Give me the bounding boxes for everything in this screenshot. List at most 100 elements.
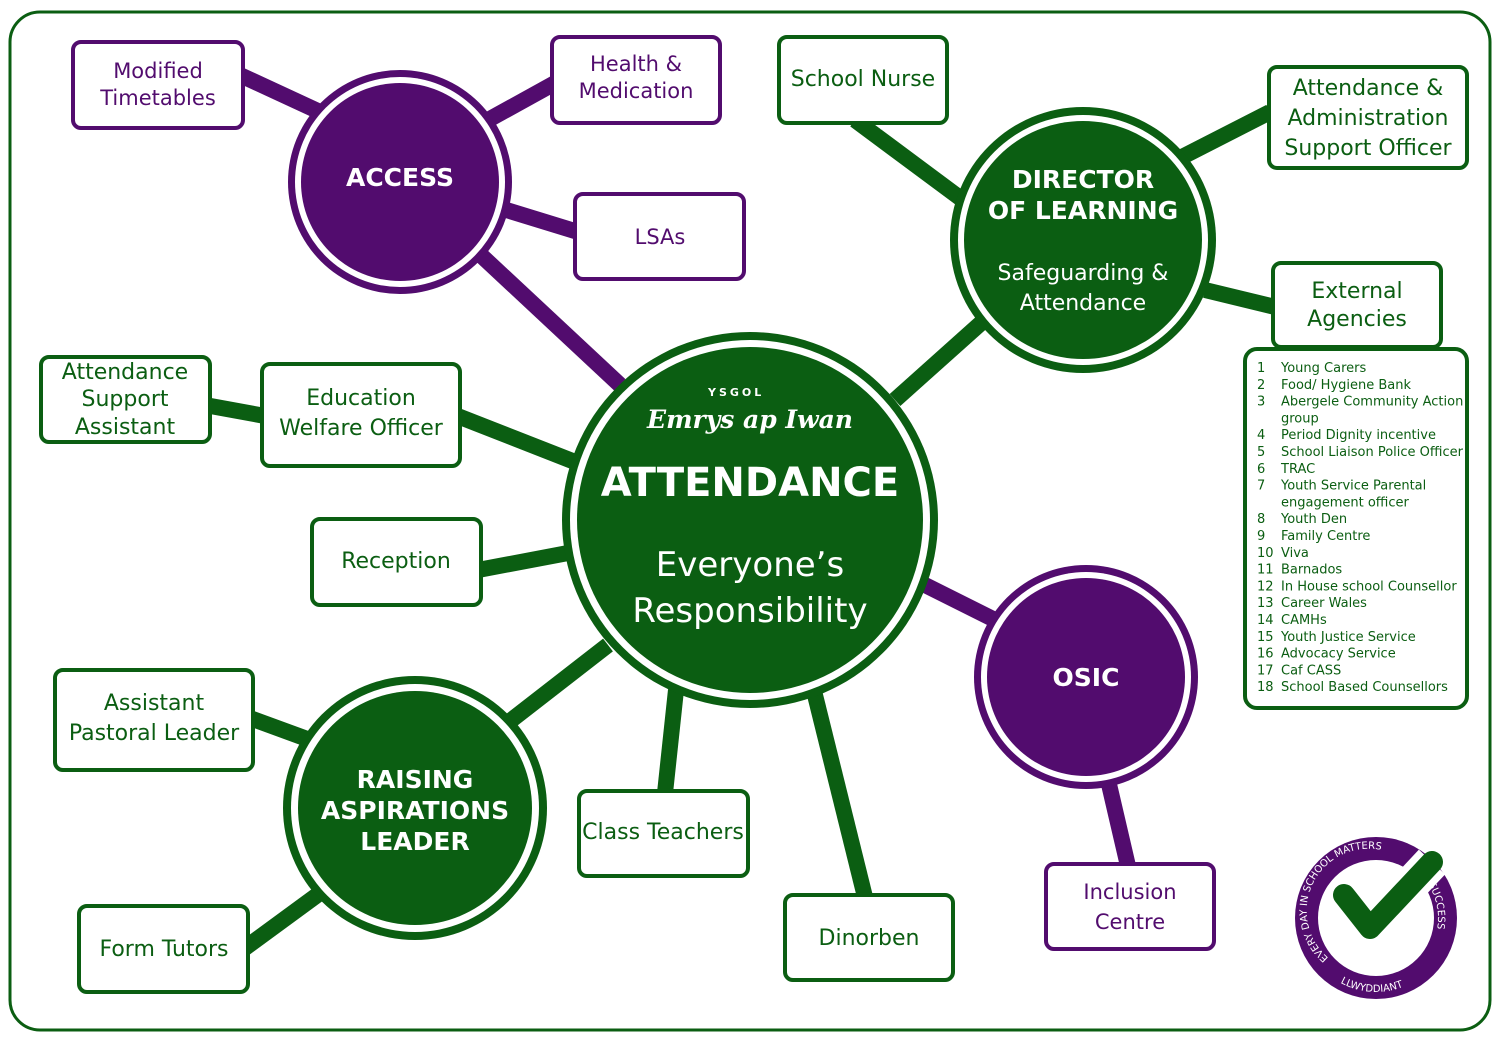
node-label: External <box>1311 279 1402 304</box>
node-label: Modified <box>113 59 203 83</box>
agency-name: group <box>1281 411 1319 426</box>
node-dinorben: Dinorben <box>783 893 955 982</box>
node-label: School Nurse <box>791 67 935 92</box>
node-external-agencies: External Agencies <box>1271 261 1443 349</box>
agency-item: 12 In House school Counsellor <box>1257 579 1457 594</box>
hub-access-label: ACCESS <box>346 163 454 192</box>
agency-number: 16 <box>1257 647 1274 662</box>
checkmark-icon <box>1333 851 1443 939</box>
node-label: Pastoral Leader <box>69 721 240 746</box>
hub-director-line1: DIRECTOR <box>1012 165 1154 194</box>
agency-item: 13 Career Wales <box>1257 596 1367 611</box>
node-label: Assistant <box>75 415 176 440</box>
agency-number: 1 <box>1257 361 1265 376</box>
agency-name: Youth Service Parental <box>1280 479 1426 494</box>
hub-director-sub2: Attendance <box>1020 291 1146 316</box>
node-attendance-support-assistant: Attendance Support Assistant <box>39 355 212 444</box>
agency-item: 5 School Liaison Police Officer <box>1257 445 1464 460</box>
agency-item: 11 Barnados <box>1257 563 1342 578</box>
node-attendance-admin-officer: Attendance & Administration Support Offi… <box>1267 65 1469 170</box>
center-subtitle-2: Responsibility <box>632 591 867 631</box>
node-class-teachers: Class Teachers <box>577 789 750 878</box>
node-label: Welfare Officer <box>279 416 444 441</box>
node-reception: Reception <box>310 517 483 607</box>
agency-number: 10 <box>1257 546 1274 561</box>
node-label: Inclusion <box>1083 880 1176 904</box>
node-label: Health & <box>590 52 682 76</box>
node-label: Attendance & <box>1293 76 1444 101</box>
node-label: LSAs <box>635 225 686 249</box>
agency-number: 8 <box>1257 512 1265 527</box>
agency-name: CAMHs <box>1281 613 1327 628</box>
agency-name: Family Centre <box>1281 529 1370 544</box>
hub-director-line2: OF LEARNING <box>988 196 1178 225</box>
node-label: Support Officer <box>1284 136 1452 161</box>
hub-director-of-learning: DIRECTOR OF LEARNING Safeguarding & Atte… <box>950 107 1216 373</box>
node-label: Support <box>82 387 169 412</box>
agency-name: School Based Counsellors <box>1281 680 1448 695</box>
node-label: Medication <box>579 79 694 103</box>
agency-number: 3 <box>1257 395 1265 410</box>
node-form-tutors: Form Tutors <box>77 904 250 994</box>
hub-raising-line2: ASPIRATIONS <box>321 796 509 825</box>
agency-number: 13 <box>1257 596 1274 611</box>
node-label: Form Tutors <box>99 937 228 962</box>
agency-number: 4 <box>1257 428 1265 443</box>
hub-raising-line1: RAISING <box>357 765 474 794</box>
node-label: Agencies <box>1307 307 1407 332</box>
agency-name: Advocacy Service <box>1281 647 1396 662</box>
agency-number: 11 <box>1257 563 1274 578</box>
agency-number: 2 <box>1257 378 1265 393</box>
agency-name: Food/ Hygiene Bank <box>1281 378 1412 393</box>
node-education-welfare-officer: Education Welfare Officer <box>260 362 462 468</box>
hub-director-sub1: Safeguarding & <box>998 261 1169 286</box>
agency-name: Barnados <box>1281 563 1342 578</box>
agency-name: School Liaison Police Officer <box>1281 445 1464 460</box>
agency-name: Youth Justice Service <box>1280 630 1416 645</box>
hub-osic: OSIC <box>974 565 1198 789</box>
agency-item: 2 Food/ Hygiene Bank <box>1257 378 1412 393</box>
agency-name: In House school Counsellor <box>1281 579 1457 594</box>
node-label: Dinorben <box>819 926 920 951</box>
node-inclusion-centre: Inclusion Centre <box>1044 862 1216 951</box>
node-label: Assistant <box>104 691 205 716</box>
agency-item: 14 CAMHs <box>1257 613 1327 628</box>
agency-number: 12 <box>1257 579 1274 594</box>
node-label: Reception <box>341 549 451 574</box>
agency-number: 7 <box>1257 479 1265 494</box>
agency-number: 15 <box>1257 630 1274 645</box>
node-lsas: LSAs <box>573 192 746 281</box>
agency-number: 6 <box>1257 462 1265 477</box>
node-label: Attendance <box>62 360 188 385</box>
agency-number: 5 <box>1257 445 1265 460</box>
agency-item: 16 Advocacy Service <box>1257 647 1396 662</box>
agency-item: 15 Youth Justice Service <box>1257 630 1416 645</box>
node-label: Class Teachers <box>582 820 744 845</box>
center-subtitle-1: Everyone’s <box>656 545 844 585</box>
node-modified-timetables: Modified Timetables <box>71 40 245 130</box>
agency-number: 9 <box>1257 529 1265 544</box>
school-logo-text: Emrys ap Iwan <box>646 405 853 434</box>
hub-access: ACCESS <box>288 70 512 294</box>
agency-number: 14 <box>1257 613 1274 628</box>
school-label-small: YSGOL <box>707 386 764 399</box>
agency-name: Career Wales <box>1281 596 1367 611</box>
every-day-matters-badge: EVERY DAY IN SCHOOL MATTERS SUCCESS LLWY… <box>1295 837 1457 999</box>
node-label: Timetables <box>99 86 216 110</box>
agency-item: 8 Youth Den <box>1257 512 1347 527</box>
agency-name: Period Dignity incentive <box>1281 428 1436 443</box>
connectors <box>203 67 1277 955</box>
hub-osic-label: OSIC <box>1053 663 1120 692</box>
agency-name: engagement officer <box>1281 495 1410 510</box>
node-label: Administration <box>1288 106 1449 131</box>
hub-raising-aspirations: RAISING ASPIRATIONS LEADER <box>283 676 547 940</box>
agency-name: Youth Den <box>1280 512 1347 527</box>
